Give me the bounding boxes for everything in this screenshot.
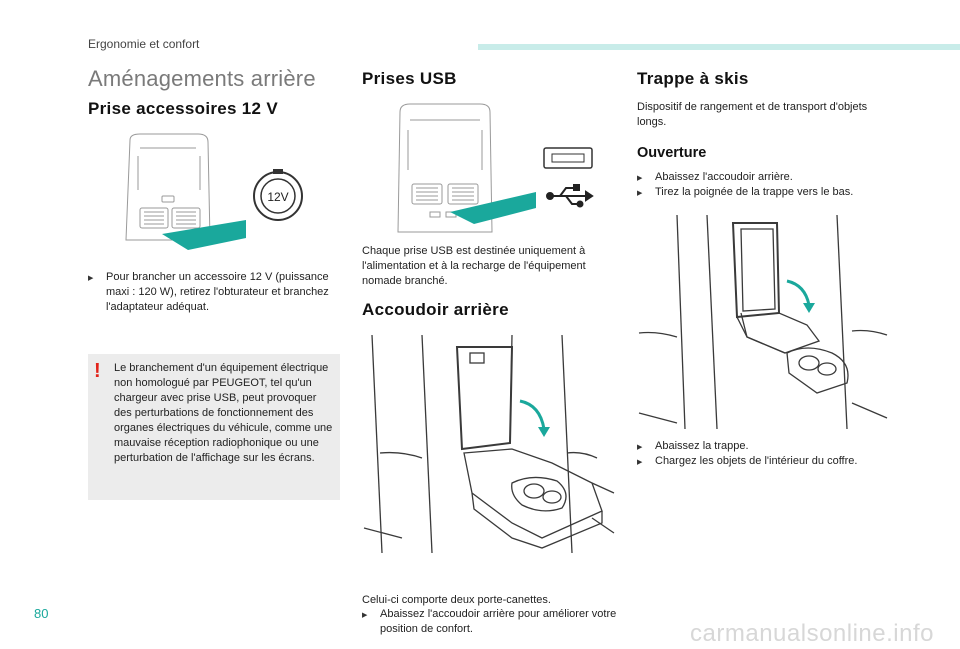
list-item: Abaissez l'accoudoir arrière. xyxy=(637,170,887,186)
page-title: Aménagements arrière xyxy=(88,66,316,91)
list-item: Abaissez la trappe. xyxy=(637,439,887,455)
header-accent-bar xyxy=(478,44,960,50)
illustration-12v-socket: 12V xyxy=(125,133,303,250)
socket-12v-label: 12V xyxy=(267,190,288,204)
warning-box: ! Le branchement d'un équipement électri… xyxy=(88,354,340,500)
heading-opening: Ouverture xyxy=(637,145,707,161)
ski-hatch-intro: Dispositif de rangement et de transport … xyxy=(637,101,868,128)
opening-steps-2: Abaissez la trappe. Chargez les objets d… xyxy=(637,439,887,470)
section-label: Ergonomie et confort xyxy=(88,37,200,51)
list-item: Tirez la poignée de la trappe vers le ba… xyxy=(637,185,887,201)
bullet-armrest: Abaissez l'accoudoir arrière pour amélio… xyxy=(362,607,630,637)
usb-description: Chaque prise USB est destinée uniquement… xyxy=(362,245,586,287)
heading-ski-hatch: Trappe à skis xyxy=(637,69,749,88)
warning-text: Le branchement d'un équipement électriqu… xyxy=(114,362,333,464)
bullet-12v-instructions: Pour brancher un accessoire 12 V (puissa… xyxy=(88,270,338,315)
page-number: 80 xyxy=(34,606,49,621)
heading-12v-socket: Prise accessoires 12 V xyxy=(88,99,278,118)
watermark: carmanualsonline.info xyxy=(690,620,934,647)
illustration-armrest xyxy=(363,334,615,554)
illustration-usb-ports xyxy=(397,103,594,233)
armrest-cupholders-text: Celui-ci comporte deux porte-canettes. xyxy=(362,594,551,606)
illustration-ski-hatch xyxy=(638,214,888,430)
heading-usb: Prises USB xyxy=(362,69,457,88)
heading-armrest: Accoudoir arrière xyxy=(362,300,509,319)
list-item: Chargez les objets de l'intérieur du cof… xyxy=(637,454,887,470)
usb-icon xyxy=(546,184,594,208)
warning-icon: ! xyxy=(94,360,101,382)
opening-steps-1: Abaissez l'accoudoir arrière. Tirez la p… xyxy=(637,170,887,201)
